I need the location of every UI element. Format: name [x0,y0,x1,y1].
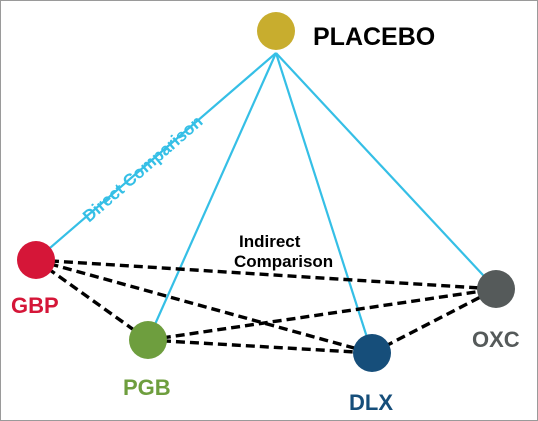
edge-pgb-dlx [147,338,373,355]
edge-gbp-oxc [35,258,497,291]
edge-gbp-dlx [35,258,373,355]
node-dlx [353,334,391,372]
node-placebo [257,12,295,50]
edge-placebo-pgb [146,52,278,341]
node-label-oxc: OXC [472,327,520,352]
edge-pgb-oxc [147,287,497,342]
indirect-comparison-label-line1: Indirect [239,232,301,251]
edge-placebo-oxc [275,52,497,290]
node-label-placebo: PLACEBO [313,23,435,51]
edge-placebo-dlx [274,52,374,354]
direct-edges [35,52,497,354]
indirect-comparison-label-line2: Comparison [234,252,333,271]
node-gbp [17,241,55,279]
edge-dlx-oxc [371,287,497,355]
node-label-gbp: GBP [11,293,59,318]
node-label-dlx: DLX [349,390,393,415]
node-pgb [129,321,167,359]
node-label-pgb: PGB [123,375,171,400]
direct-comparison-label: Direct Comparison [79,112,206,226]
edge-placebo-gbp [35,52,277,261]
edge-gbp-pgb [35,258,149,342]
node-oxc [477,270,515,308]
indirect-edges [35,258,497,355]
